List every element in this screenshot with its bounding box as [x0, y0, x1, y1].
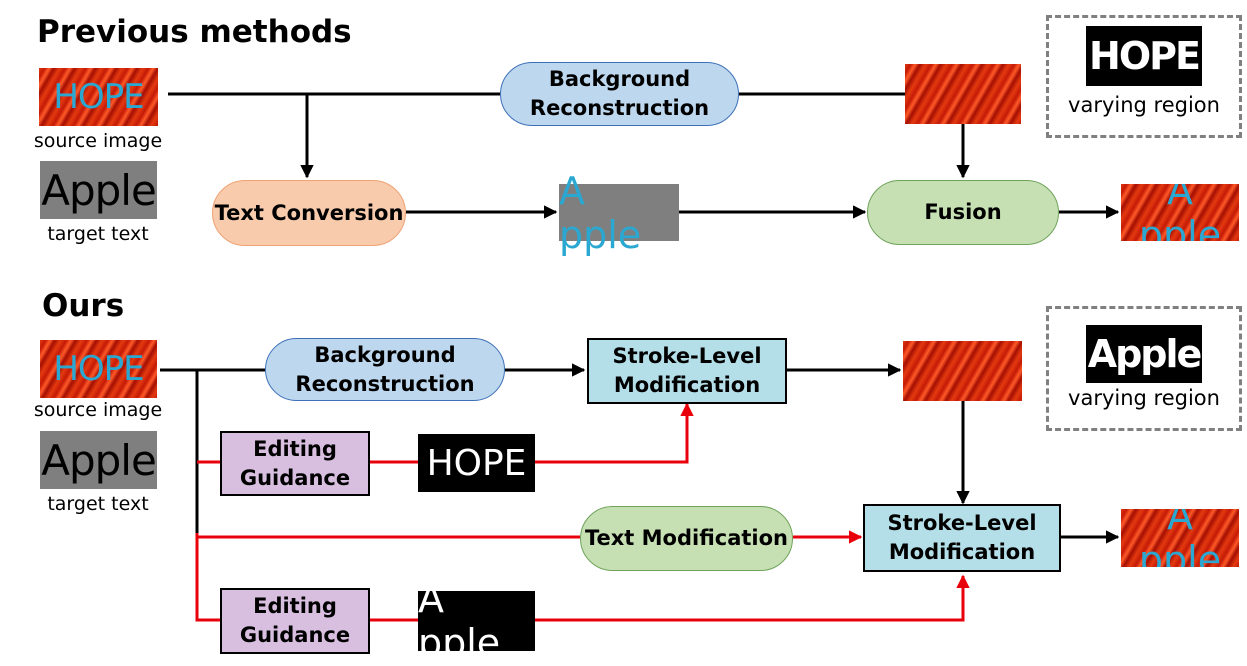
stroke-level-modification-bottom: Stroke-Level Modification — [863, 504, 1061, 572]
output-word-ours: A pple — [1138, 509, 1222, 567]
varying-region-mask-ours: Apple — [1086, 325, 1202, 383]
red-apple-to-stroke-bottom — [535, 574, 970, 622]
target-text-image-ours: Apple — [40, 431, 157, 489]
varying-mask-word-ours: Apple — [1087, 332, 1202, 376]
target-text-image-previous: Apple — [40, 161, 157, 219]
reconstructed-background-ours — [903, 341, 1022, 401]
converted-text-image: A pple — [559, 169, 679, 257]
editing-guidance-bottom: Editing Guidance — [220, 588, 370, 654]
background-reconstruction-node-ours: Background Reconstruction — [265, 338, 505, 401]
red-hope-to-stroke-top — [535, 402, 694, 464]
output-image-previous: A pple — [1121, 184, 1239, 241]
varying-region-caption-previous: varying region — [1068, 93, 1220, 117]
previous-methods-title: Previous methods — [37, 14, 352, 50]
source-word: HOPE — [53, 77, 144, 117]
red-to-guidance-bottom — [195, 533, 220, 622]
source-image-caption-ours: source image — [33, 399, 163, 421]
output-word-previous: A pple — [1138, 184, 1222, 241]
source-image-ours: HOPE — [40, 340, 157, 398]
guidance-image-hope: HOPE — [418, 434, 535, 492]
target-text-caption-ours: target text — [47, 493, 149, 515]
source-image-previous: HOPE — [39, 68, 158, 126]
text-modification-node: Text Modification — [580, 506, 793, 571]
text-conversion-node: Text Conversion — [212, 180, 406, 246]
fusion-node: Fusion — [867, 180, 1059, 245]
source-image-caption: source image — [33, 130, 163, 152]
varying-region-caption-ours: varying region — [1068, 386, 1220, 410]
source-word-ours: HOPE — [53, 349, 144, 389]
varying-region-mask-previous: HOPE — [1086, 26, 1202, 86]
background-reconstruction-node: Background Reconstruction — [500, 62, 739, 126]
output-image-ours: A pple — [1121, 509, 1239, 567]
stroke-level-modification-top: Stroke-Level Modification — [587, 338, 787, 404]
varying-region-panel-ours: Apple varying region — [1046, 306, 1242, 431]
guidance-image-apple: A pple — [418, 577, 535, 665]
varying-mask-word: HOPE — [1089, 34, 1201, 78]
varying-region-panel-previous: HOPE varying region — [1046, 15, 1242, 138]
ours-title: Ours — [42, 288, 125, 324]
reconstructed-background-previous — [905, 64, 1021, 124]
target-text-caption: target text — [47, 223, 149, 245]
editing-guidance-top: Editing Guidance — [220, 431, 370, 496]
